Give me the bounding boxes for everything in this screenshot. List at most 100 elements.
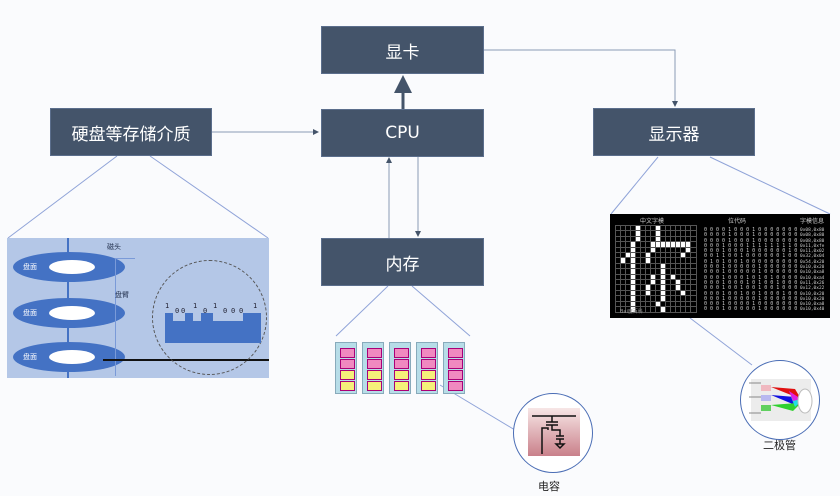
glyph-pixel <box>650 262 657 270</box>
glyph-pixel <box>655 252 662 259</box>
glyph-pixel <box>625 284 632 292</box>
glyph-pixel <box>650 279 657 286</box>
memory-cell <box>448 348 463 358</box>
glyph-pixel <box>620 273 627 281</box>
capacitor-label: 电容 <box>538 480 560 493</box>
glyph-pixel <box>685 284 692 292</box>
glyph-pixel <box>645 300 652 308</box>
glyph-pixel <box>660 279 667 286</box>
glyph-pixel <box>680 246 687 254</box>
platter: 盘面 <box>13 342 125 372</box>
node-display: 显示器 <box>593 108 755 156</box>
glyph-pixel <box>665 289 672 297</box>
glyph-pixel <box>645 295 652 303</box>
glyph-pixel <box>650 306 657 313</box>
glyph-pixel <box>630 252 637 259</box>
glyph-pixel <box>645 284 652 292</box>
glyph-pixel <box>640 273 647 281</box>
glyph-pixel <box>660 235 667 243</box>
glyph-pixel <box>625 268 632 276</box>
memory-cell-column <box>362 342 384 394</box>
glyph-pixel <box>670 262 677 270</box>
glyph-pixel <box>675 289 682 297</box>
glyph-pixel <box>675 295 682 303</box>
glyph-pixel <box>665 225 672 232</box>
glyph-pixel <box>655 246 662 254</box>
glyph-pixel <box>620 306 627 313</box>
glyph-pixel <box>660 295 667 303</box>
arrow-gpu-to-display <box>484 49 678 107</box>
glyph-pixel <box>640 230 647 238</box>
glyph-pixel <box>625 262 632 270</box>
glyph-pixel <box>630 300 637 308</box>
glyph-pixel <box>635 300 642 308</box>
glyph-pixel <box>670 268 677 276</box>
glyph-pixel <box>675 225 682 232</box>
glyph-pixel <box>690 295 697 303</box>
node-storage: 硬盘等存储介质 <box>50 108 212 156</box>
glyph-pixel <box>625 230 632 238</box>
glyph-pixel <box>615 279 622 286</box>
glyph-pixel <box>680 279 687 286</box>
glyph-pixel <box>640 306 647 313</box>
glyph-pixel <box>665 300 672 308</box>
glyph-pixel <box>620 225 627 232</box>
glyph-pixel <box>665 230 672 238</box>
glyph-pixel <box>640 300 647 308</box>
glyph-pixel <box>690 268 697 276</box>
glyph-pixel <box>685 252 692 259</box>
glyph-pixel <box>620 257 627 265</box>
glyph-pixel <box>615 225 622 232</box>
glyph-pixel <box>615 273 622 281</box>
memory-cell <box>421 381 436 391</box>
glyph-pixel <box>660 241 667 249</box>
glyph-pixel <box>665 252 672 259</box>
glyph-pixel <box>640 279 647 286</box>
glyph-pixel <box>680 300 687 308</box>
glyph-pixel <box>675 257 682 265</box>
glyph-pixel <box>670 273 677 281</box>
glyph-pixel <box>650 273 657 281</box>
glyph-pixel <box>660 273 667 281</box>
glyph-pixel <box>685 235 692 243</box>
glyph-pixel <box>660 246 667 254</box>
glyph-pixel <box>635 230 642 238</box>
glyph-pixel <box>660 252 667 259</box>
glyph-pixel <box>670 235 677 243</box>
capacitor-icon <box>532 415 576 454</box>
glyph-pixel <box>630 246 637 254</box>
glyph-pixel <box>655 225 662 232</box>
glyph-pixel <box>635 289 642 297</box>
glyph-pixel <box>685 306 692 313</box>
glyph-pixel <box>615 246 622 254</box>
glyph-pixel <box>635 284 642 292</box>
glyph-pixel <box>615 252 622 259</box>
glyph-pixel <box>625 279 632 286</box>
glyph-pixel <box>635 252 642 259</box>
glyph-pixel <box>645 252 652 259</box>
memory-cell <box>367 381 382 391</box>
glyph-pixel <box>630 306 637 313</box>
glyph-pixel <box>690 225 697 232</box>
glyph-pixel <box>660 306 667 313</box>
memory-cell <box>394 381 409 391</box>
glyph-pixel <box>655 262 662 270</box>
glyph-pixel <box>640 252 647 259</box>
magnetic-track <box>165 313 261 343</box>
glyph-pixel <box>640 235 647 243</box>
glyph-pixel <box>645 273 652 281</box>
rgb-led-icon <box>749 379 813 421</box>
glyph-pixel <box>670 241 677 249</box>
glyph-pixel <box>680 252 687 259</box>
glyph-pixel <box>665 306 672 313</box>
glyph-pixel <box>640 295 647 303</box>
glyph-pixel <box>670 300 677 308</box>
memory-cell <box>340 359 355 369</box>
glyph-pixel <box>655 230 662 238</box>
glyph-pixel <box>690 246 697 254</box>
glyph-pixel <box>665 235 672 243</box>
glyph-pixel <box>655 257 662 265</box>
glyph-pixel <box>635 279 642 286</box>
node-cpu: CPU <box>321 109 484 157</box>
glyph-pixel <box>635 241 642 249</box>
